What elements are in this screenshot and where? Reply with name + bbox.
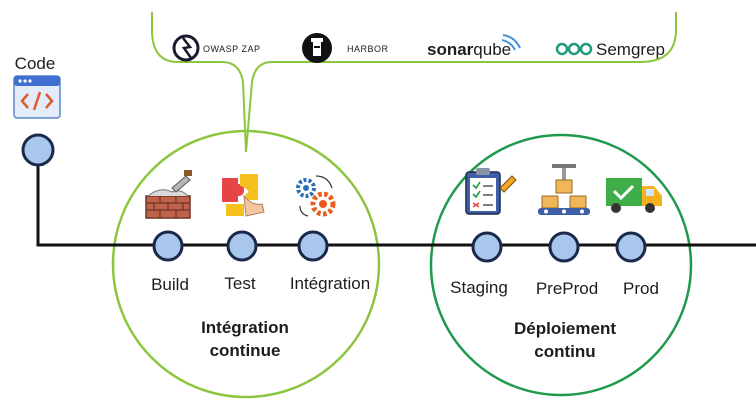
- build-label: Build: [151, 275, 189, 294]
- staging-node[interactable]: [471, 231, 503, 263]
- tool-owasp-zap-label: OWASP ZAP: [203, 44, 261, 54]
- harbor-lighthouse-logo-icon: [302, 33, 332, 63]
- staging-label: Staging: [450, 278, 508, 297]
- cd-phase-circle: [429, 133, 693, 397]
- conveyor-boxes-icon: [538, 164, 590, 215]
- tools-bracket: [151, 12, 677, 153]
- semgrep-rings-logo-icon: [555, 42, 593, 56]
- ci-phase-title-line1: Intégration: [201, 318, 289, 337]
- preprod-label: PreProd: [536, 279, 598, 298]
- cd-phase-title-line1: Déploiement: [514, 319, 616, 338]
- tool-semgrep-label: Semgrep: [596, 40, 665, 59]
- code-node[interactable]: [21, 133, 55, 167]
- build-node[interactable]: [152, 230, 184, 262]
- code-window-icon: [13, 75, 61, 119]
- delivery-truck-check-icon: [606, 178, 662, 213]
- brick-wall-trowel-icon: [145, 170, 192, 219]
- prod-node[interactable]: [615, 231, 647, 263]
- gears-icon: [296, 175, 336, 217]
- integration-node[interactable]: [297, 230, 329, 262]
- preprod-node[interactable]: [548, 231, 580, 263]
- test-label: Test: [224, 274, 255, 293]
- test-node[interactable]: [226, 230, 258, 262]
- tool-sonarqube-label: sonarqube: [427, 40, 511, 59]
- integration-label: Intégration: [290, 274, 370, 293]
- tool-harbor-label: HARBOR: [347, 44, 389, 54]
- puzzle-pieces-hand-icon: [222, 174, 265, 217]
- owasp-zap-logo-icon: [172, 34, 200, 62]
- code-label: Code: [15, 54, 56, 73]
- ci-phase-title-line2: continue: [210, 341, 281, 360]
- pipeline-timeline: [36, 150, 756, 247]
- cd-phase-title-line2: continu: [534, 342, 595, 361]
- sonarqube-wave-icon: [501, 34, 521, 51]
- ci-phase-circle: [111, 129, 381, 399]
- clipboard-checklist-icon: [465, 168, 517, 215]
- prod-label: Prod: [623, 279, 659, 298]
